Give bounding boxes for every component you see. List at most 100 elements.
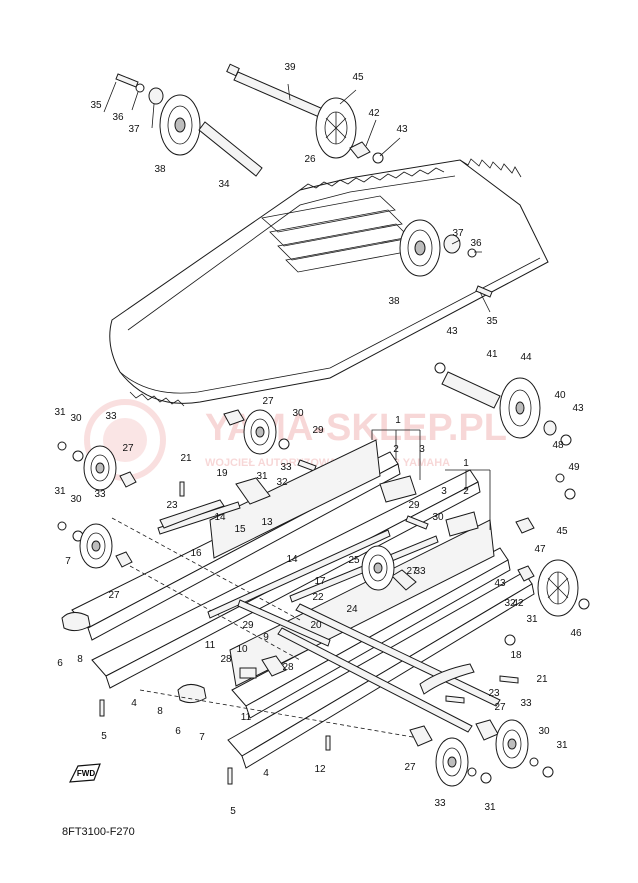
callout-35: 35 bbox=[486, 316, 498, 327]
callout-31: 31 bbox=[54, 486, 66, 497]
callout-3: 3 bbox=[419, 444, 425, 455]
callout-23: 23 bbox=[488, 688, 500, 699]
callout-43: 43 bbox=[446, 326, 458, 337]
callout-6: 6 bbox=[175, 726, 181, 737]
callout-33: 33 bbox=[94, 489, 106, 500]
callout-41: 41 bbox=[486, 349, 498, 360]
callout-12: 12 bbox=[314, 764, 326, 775]
top-axle-assembly bbox=[115, 63, 493, 298]
callout-27: 27 bbox=[406, 566, 418, 577]
bottom-wheels bbox=[409, 719, 554, 787]
diagram-code: 8FT3100-F270 bbox=[62, 826, 135, 838]
callout-44: 44 bbox=[520, 352, 532, 363]
callout-8: 8 bbox=[157, 706, 163, 717]
callout-42: 42 bbox=[368, 108, 380, 119]
callout-31: 31 bbox=[54, 407, 66, 418]
callout-30: 30 bbox=[292, 408, 304, 419]
callout-48: 48 bbox=[552, 440, 564, 451]
callout-11: 11 bbox=[205, 640, 216, 651]
callout-35: 35 bbox=[90, 100, 102, 111]
callout-38: 38 bbox=[388, 296, 400, 307]
callout-27: 27 bbox=[494, 702, 506, 713]
callout-1: 1 bbox=[395, 415, 401, 426]
callout-47: 47 bbox=[534, 544, 546, 555]
callout-45: 45 bbox=[556, 526, 568, 537]
callout-31: 31 bbox=[556, 740, 568, 751]
callout-29: 29 bbox=[408, 500, 420, 511]
callout-29: 29 bbox=[242, 620, 254, 631]
callout-31: 31 bbox=[256, 471, 268, 482]
callout-32: 32 bbox=[504, 598, 516, 609]
callout-9: 9 bbox=[263, 632, 269, 643]
callout-28: 28 bbox=[282, 662, 294, 673]
callout-8: 8 bbox=[77, 654, 83, 665]
fwd-label: FWD bbox=[77, 769, 95, 778]
callout-30: 30 bbox=[538, 726, 550, 737]
callout-23: 23 bbox=[166, 500, 178, 511]
callout-11: 11 bbox=[241, 712, 252, 723]
callout-27: 27 bbox=[108, 590, 120, 601]
callout-43: 43 bbox=[396, 124, 408, 135]
leader-lines bbox=[103, 81, 491, 530]
callout-45: 45 bbox=[352, 72, 364, 83]
callout-21: 21 bbox=[536, 674, 548, 685]
center-parts bbox=[159, 475, 479, 695]
callout-30: 30 bbox=[70, 494, 82, 505]
callout-27: 27 bbox=[262, 396, 274, 407]
callout-14: 14 bbox=[214, 512, 226, 523]
callout-38: 38 bbox=[154, 164, 166, 175]
callout-24: 24 bbox=[346, 604, 358, 615]
callout-14: 14 bbox=[286, 554, 298, 565]
callout-34: 34 bbox=[218, 179, 230, 190]
left-wheels bbox=[57, 409, 317, 569]
callout-2: 2 bbox=[463, 486, 469, 497]
callout-26: 26 bbox=[304, 154, 316, 165]
callout-29: 29 bbox=[312, 425, 324, 436]
callout-19: 19 bbox=[216, 468, 228, 479]
right-lower-parts bbox=[504, 473, 590, 646]
callout-15: 15 bbox=[234, 524, 246, 535]
callout-33: 33 bbox=[434, 798, 446, 809]
callout-37: 37 bbox=[452, 228, 464, 239]
callout-6: 6 bbox=[57, 658, 63, 669]
callout-46: 46 bbox=[570, 628, 582, 639]
callout-4: 4 bbox=[263, 768, 269, 779]
callout-43: 43 bbox=[494, 578, 506, 589]
callout-16: 16 bbox=[190, 548, 202, 559]
callout-7: 7 bbox=[65, 556, 71, 567]
callout-31: 31 bbox=[484, 802, 496, 813]
callout-42: 42 bbox=[512, 598, 524, 609]
callout-7: 7 bbox=[199, 732, 205, 743]
callout-22: 22 bbox=[312, 592, 324, 603]
callout-21: 21 bbox=[180, 453, 192, 464]
callout-32: 32 bbox=[276, 477, 288, 488]
callout-5: 5 bbox=[101, 731, 107, 742]
slide-rails bbox=[61, 439, 535, 769]
callout-33: 33 bbox=[105, 411, 117, 422]
fwd-arrow-icon: FWD bbox=[68, 763, 101, 783]
callout-10: 10 bbox=[236, 644, 248, 655]
callout-33: 33 bbox=[280, 462, 292, 473]
callout-27: 27 bbox=[404, 762, 416, 773]
callout-36: 36 bbox=[112, 112, 124, 123]
callout-numbers: 1122334455667788910111112131414151617181… bbox=[54, 62, 584, 817]
callout-49: 49 bbox=[568, 462, 580, 473]
callout-40: 40 bbox=[554, 390, 566, 401]
callout-36: 36 bbox=[470, 238, 482, 249]
right-axle-assembly bbox=[434, 362, 572, 446]
callout-31: 31 bbox=[526, 614, 538, 625]
callout-18: 18 bbox=[510, 650, 522, 661]
callout-25: 25 bbox=[348, 555, 360, 566]
track bbox=[109, 158, 549, 407]
callout-30: 30 bbox=[70, 413, 82, 424]
callout-1: 1 bbox=[463, 458, 469, 469]
callout-30: 30 bbox=[432, 512, 444, 523]
callout-13: 13 bbox=[261, 517, 273, 528]
callout-4: 4 bbox=[131, 698, 137, 709]
callout-37: 37 bbox=[128, 124, 140, 135]
callout-3: 3 bbox=[441, 486, 447, 497]
callout-5: 5 bbox=[230, 806, 236, 817]
callout-43: 43 bbox=[572, 403, 584, 414]
callout-33: 33 bbox=[414, 566, 426, 577]
